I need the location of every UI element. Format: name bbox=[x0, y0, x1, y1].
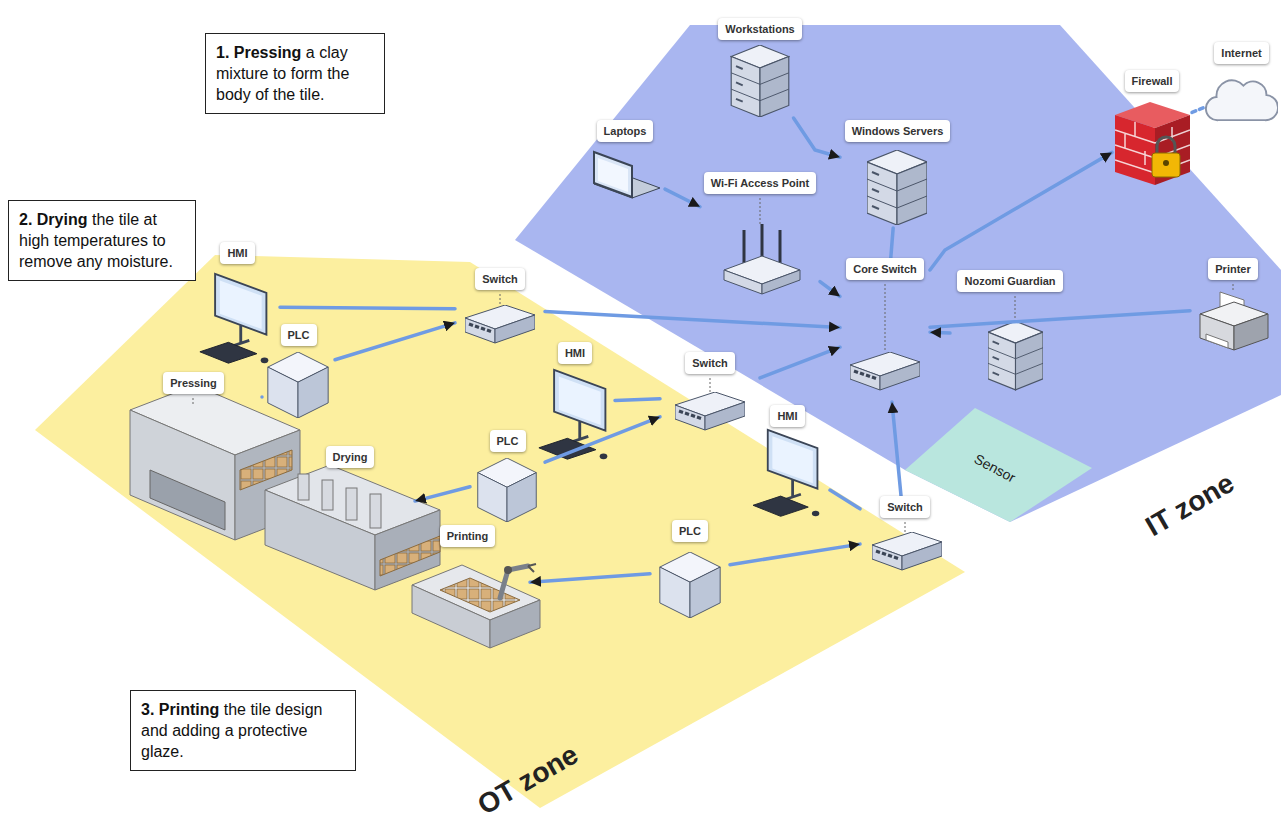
zone-label: OT zone bbox=[472, 739, 583, 821]
device-label: Switch bbox=[685, 352, 734, 374]
device-label: HMI bbox=[770, 405, 804, 427]
device-node: HMI bbox=[745, 405, 830, 522]
device-label: Switch bbox=[475, 268, 524, 290]
server-icon bbox=[867, 150, 927, 225]
device-label: Pressing bbox=[163, 372, 223, 394]
device-node: Printing bbox=[405, 525, 530, 648]
zone-label: IT zone bbox=[1140, 467, 1239, 542]
device-label: PLC bbox=[672, 520, 708, 542]
device-label: Nozomi Guardian bbox=[957, 270, 1062, 292]
device-node: Switch bbox=[455, 268, 545, 350]
network-link bbox=[1192, 107, 1205, 112]
device-node: Wi-Fi Access Point bbox=[700, 172, 820, 302]
device-node: Switch bbox=[660, 352, 760, 442]
device-label: Printer bbox=[1208, 258, 1257, 280]
zone-label-holder: OT zone bbox=[472, 739, 584, 822]
callout-box: 2. Dryingthe tile at high temperatures t… bbox=[8, 200, 196, 281]
zone-label-holder: IT zone bbox=[1140, 467, 1240, 543]
device-label: Switch bbox=[880, 496, 929, 518]
zone-area bbox=[35, 255, 965, 808]
device-node: Laptops bbox=[585, 120, 665, 218]
device-label: Wi-Fi Access Point bbox=[704, 172, 817, 194]
device-label: Printing bbox=[440, 525, 496, 547]
device-node: Internet bbox=[1205, 42, 1278, 142]
step-heading: 1. Pressing bbox=[216, 44, 301, 61]
cloud-icon bbox=[1206, 80, 1278, 120]
zone-area bbox=[905, 408, 1092, 522]
device-node: HMI bbox=[535, 342, 615, 462]
workstation-icon bbox=[731, 45, 789, 117]
device-node: Firewall bbox=[1112, 70, 1192, 188]
device-node: Drying bbox=[285, 446, 415, 590]
device-label: HMI bbox=[220, 242, 254, 264]
device-node: PLC bbox=[470, 430, 545, 524]
network-link bbox=[280, 307, 455, 308]
network-link bbox=[891, 228, 893, 258]
device-label: Workstations bbox=[718, 18, 801, 40]
step-heading: 2. Drying bbox=[19, 211, 87, 228]
device-node: Windows Servers bbox=[840, 120, 955, 228]
firewall-icon bbox=[1115, 102, 1190, 185]
step-heading: 3. Printing bbox=[141, 701, 219, 718]
device-label: Windows Servers bbox=[845, 120, 951, 142]
network-link bbox=[615, 399, 660, 401]
sensor-appliance-icon bbox=[988, 321, 1043, 390]
device-label: PLC bbox=[281, 324, 317, 346]
device-node: PLC bbox=[650, 520, 730, 622]
device-node: Core Switch bbox=[840, 258, 930, 402]
device-node: Printer bbox=[1190, 258, 1276, 358]
device-node: Switch bbox=[860, 496, 950, 578]
device-label: PLC bbox=[490, 430, 526, 452]
device-label: Laptops bbox=[597, 120, 654, 142]
device-node: Pressing bbox=[125, 372, 262, 520]
device-node: Workstations bbox=[715, 18, 805, 118]
device-label: Firewall bbox=[1125, 70, 1180, 92]
device-node: HMI bbox=[195, 242, 280, 372]
device-label: Drying bbox=[326, 446, 375, 468]
device-label: Internet bbox=[1214, 42, 1268, 64]
device-node: Nozomi Guardian bbox=[950, 270, 1070, 402]
device-node: PLC bbox=[262, 324, 335, 418]
callout-box: 1. Pressinga clay mixture to form the bo… bbox=[205, 33, 385, 114]
callout-box: 3. Printingthe tile design and adding a … bbox=[130, 690, 356, 771]
device-label: Core Switch bbox=[846, 258, 924, 280]
device-label: HMI bbox=[558, 342, 592, 364]
zone-label: Sensor bbox=[972, 451, 1019, 486]
zone-label-holder: Sensor bbox=[971, 450, 1019, 487]
